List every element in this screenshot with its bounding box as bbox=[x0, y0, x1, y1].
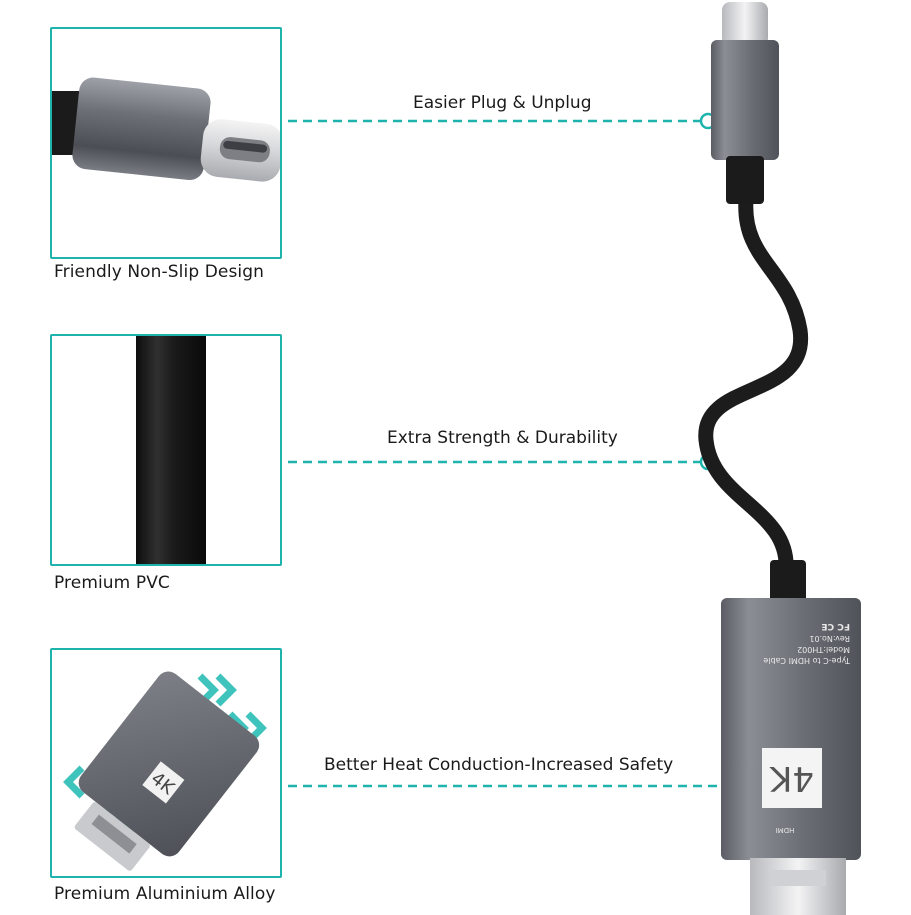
panel-usb-c-closeup bbox=[50, 27, 282, 259]
panel-pvc-closeup bbox=[50, 334, 282, 566]
4k-badge bbox=[762, 748, 822, 808]
feature-easier-plug: Easier Plug & Unplug bbox=[413, 93, 592, 113]
adapter-label-line1: Type-C to HDMI Cable bbox=[763, 656, 850, 665]
adapter-label-block: Type-C to HDMI Cable Model:TH002 Rev:No.… bbox=[740, 620, 850, 666]
adapter-4k-text: 4K bbox=[770, 758, 814, 798]
pvc-cable-image bbox=[136, 336, 206, 564]
adapter-cert-marks: FC CE bbox=[821, 621, 850, 631]
hdmi-plug bbox=[750, 858, 846, 915]
hdmi-adapter-housing bbox=[721, 598, 861, 860]
feature-heat-conduction: Better Heat Conduction-Increased Safety bbox=[324, 755, 674, 775]
hdmi-strain-relief bbox=[770, 560, 806, 602]
feature-strength-durability: Extra Strength & Durability bbox=[387, 428, 618, 448]
usb-c-tip bbox=[722, 2, 768, 46]
adapter-label-line3: Rev:No.01 bbox=[809, 634, 850, 643]
usb-c-housing bbox=[711, 40, 779, 160]
cable-body bbox=[698, 192, 809, 578]
caption-aluminium: Premium Aluminium Alloy bbox=[54, 884, 276, 904]
usb-c-strain-relief bbox=[726, 156, 764, 204]
adapter-hdmi-text: HDMI bbox=[775, 826, 795, 834]
panel-aluminium-closeup: 4K bbox=[50, 648, 282, 878]
adapter-label-line2: Model:TH002 bbox=[797, 645, 850, 654]
caption-non-slip: Friendly Non-Slip Design bbox=[54, 262, 265, 282]
usb-c-connector-image bbox=[52, 77, 280, 182]
caption-pvc: Premium PVC bbox=[54, 573, 170, 593]
aluminium-adapter-image: 4K bbox=[63, 671, 267, 871]
